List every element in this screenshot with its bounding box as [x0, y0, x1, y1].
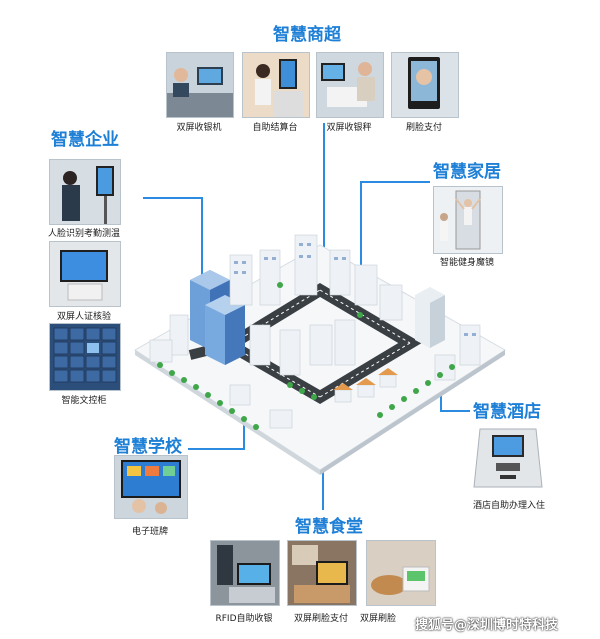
connector-hotel-h	[440, 410, 470, 412]
section-title-hotel: 智慧酒店	[473, 402, 541, 422]
tower-group	[190, 270, 445, 365]
connector-home-h	[360, 181, 430, 183]
section-title-home: 智慧家居	[433, 162, 501, 182]
connector-enterprise-v	[201, 197, 203, 280]
caption-electronic-class-board: 电子班牌	[131, 527, 168, 537]
tree-group	[157, 282, 455, 430]
section-title-mall: 智慧商超	[273, 25, 341, 45]
photo-hotel-kiosk	[470, 423, 548, 493]
caption-dual-screen-face-payment: 双屏刷脸支付	[293, 614, 348, 624]
caption-face-attendance: 人脸识别考勤测温	[47, 229, 120, 239]
caption-fitness-mirror: 智能健身魔镜	[439, 258, 494, 268]
building-group	[149, 234, 481, 429]
caption-self-checkout: 自助结算台	[252, 123, 298, 133]
photo-face-attendance	[49, 159, 121, 225]
section-title-school: 智慧学校	[114, 437, 182, 457]
photo-document-cabinet	[49, 323, 121, 391]
photo-fitness-mirror	[433, 186, 503, 254]
photo-electronic-class-board	[114, 455, 188, 519]
photo-dual-screen-cashier	[166, 52, 234, 118]
caption-document-cabinet: 智能文控柜	[61, 396, 107, 406]
smart-city-illustration	[134, 234, 506, 475]
photo-face-payment	[391, 52, 459, 118]
caption-dual-screen-cashier: 双屏收银机	[176, 123, 222, 133]
caption-dual-screen-scale: 双屏收银秤	[326, 123, 372, 133]
caption-id-verification: 双屏人证核验	[56, 312, 111, 322]
connector-home-v	[360, 181, 362, 266]
photo-self-checkout	[242, 52, 310, 118]
connector-school-h	[188, 448, 245, 450]
photo-id-verification	[49, 241, 121, 307]
watermark: 搜狐号@深圳博时特科技	[415, 618, 559, 633]
caption-face-payment: 刷脸支付	[405, 123, 442, 133]
connector-mall	[323, 123, 325, 260]
section-title-enterprise: 智慧企业	[51, 130, 119, 150]
photo-dual-screen-scale	[316, 52, 384, 118]
caption-rfid-cashier: RFID自助收银	[215, 614, 273, 624]
photo-dual-screen-face	[366, 540, 436, 606]
caption-hotel-kiosk: 酒店自助办理入住	[472, 501, 545, 511]
photo-dual-screen-face-payment	[287, 540, 357, 606]
photo-rfid-cashier	[210, 540, 280, 606]
section-title-canteen: 智慧食堂	[295, 517, 363, 537]
connector-enterprise-h	[143, 197, 203, 199]
caption-dual-screen-face: 双屏刷脸	[360, 614, 397, 624]
house-group	[333, 368, 398, 403]
